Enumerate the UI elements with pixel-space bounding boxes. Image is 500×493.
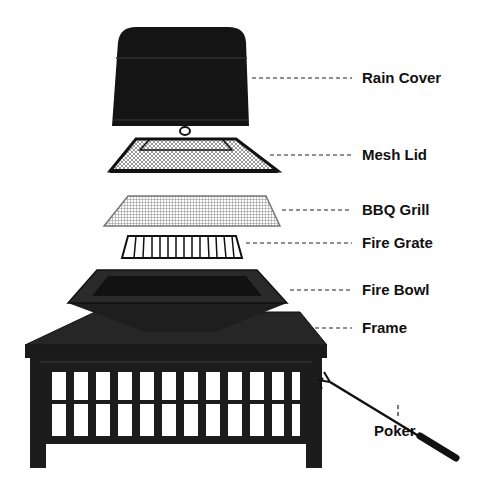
leader-line: [270, 154, 352, 155]
grate-bars: [134, 236, 234, 258]
leader-line: [290, 289, 352, 290]
leader-line: [397, 403, 398, 416]
frame-body: [30, 358, 322, 468]
part-label: Rain Cover: [362, 69, 441, 87]
cover-hem: [114, 119, 248, 121]
leader-line: [246, 242, 352, 243]
cover-seam: [116, 57, 247, 59]
part-label: Frame: [362, 319, 407, 337]
lid-rim: [110, 169, 278, 173]
frame-trim: [40, 362, 312, 363]
fire-grate: [122, 236, 242, 258]
part-label: Mesh Lid: [362, 146, 427, 164]
bowl-inside: [92, 276, 262, 296]
leader-line: [282, 209, 352, 210]
bowl-underside: [68, 303, 287, 332]
fire-bowl: [68, 270, 287, 303]
frame-rail: [52, 400, 300, 404]
mesh-lid: [110, 139, 278, 171]
frame-edge: [25, 345, 327, 358]
bbq-grill: [104, 196, 280, 226]
leader-line: [252, 77, 352, 78]
part-label: Fire Bowl: [362, 281, 430, 299]
part-label: Poker: [374, 422, 416, 440]
part-label: BBQ Grill: [362, 201, 430, 219]
part-label: Fire Grate: [362, 234, 433, 252]
poker-hook: [318, 372, 330, 389]
lid-frame: [140, 139, 232, 150]
rain-cover: [112, 27, 249, 126]
leader-line: [308, 327, 352, 328]
poker-handle: [420, 436, 456, 458]
frame-opening: [52, 372, 300, 436]
lid-handle: [180, 127, 190, 135]
